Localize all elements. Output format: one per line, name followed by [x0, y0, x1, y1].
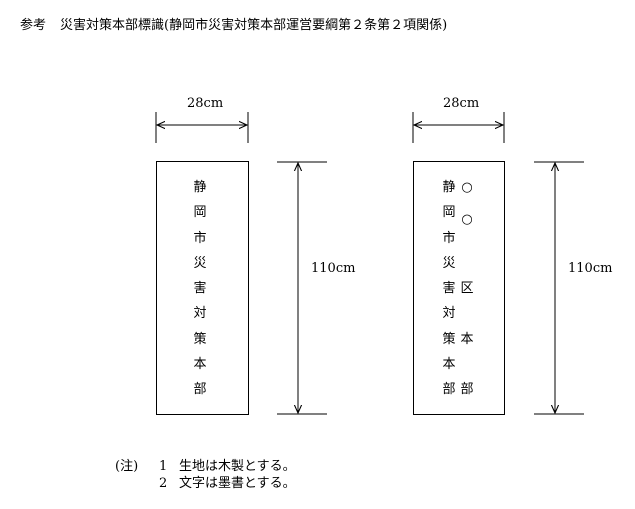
sign2-height-label: 110cm — [568, 261, 613, 276]
sign2-width-label: 28cm — [443, 96, 480, 111]
sign1-char: 本 — [193, 356, 207, 372]
notes: (注) 1 生地は木製とする。 2 文字は墨書とする。 — [115, 458, 296, 492]
sign1-char: 害 — [193, 281, 207, 296]
sign2-board — [413, 161, 505, 415]
note-row: 2 文字は墨書とする。 — [115, 475, 296, 492]
note-text: 生地は木製とする。 — [179, 459, 296, 474]
header-prefix: 参考 — [20, 18, 47, 33]
sign2-char: 部 — [442, 382, 456, 397]
note-number: 1 — [159, 459, 168, 474]
sign2-char: 策 — [442, 331, 456, 347]
sign2-ward-char: ○ — [461, 180, 473, 195]
sign2-char: 静 — [442, 180, 456, 195]
sign1-char: 策 — [193, 331, 207, 347]
sign2-char: 岡 — [442, 205, 456, 221]
sign1-char: 岡 — [193, 205, 207, 221]
sign2-text-column-ward: ○ ○ 区 本 部 — [460, 181, 474, 397]
sign2-text-column-main: 静 岡 市 災 害 対 策 本 部 — [442, 181, 456, 397]
sign2-ward-char: ○ — [461, 212, 473, 228]
header-title: 災害対策本部標識(静岡市災害対策本部運営要綱第２条第２項関係) — [60, 18, 448, 33]
sign2-char: 害 — [442, 281, 456, 296]
sign1-board — [156, 161, 249, 415]
sign1-char: 静 — [193, 180, 207, 195]
sign1-height-label: 110cm — [311, 261, 356, 276]
sign1-char: 市 — [193, 230, 207, 246]
sign1-width-label: 28cm — [187, 96, 224, 111]
notes-label: (注) — [115, 459, 139, 474]
sign1-char: 部 — [193, 382, 207, 397]
sign2-ward-char: 区 — [460, 281, 474, 296]
sign1-char: 災 — [193, 255, 207, 271]
sign1-char: 対 — [193, 306, 207, 322]
sign2-ward-char: 本 — [460, 331, 474, 347]
page-header: 参考災害対策本部標識(静岡市災害対策本部運営要綱第２条第２項関係) — [20, 14, 447, 33]
sign2-char: 本 — [442, 356, 456, 372]
sign2-char: 対 — [442, 306, 456, 322]
sign2-char: 災 — [442, 255, 456, 271]
sign1-text-column: 静 岡 市 災 害 対 策 本 部 — [193, 181, 207, 397]
sign2-char: 市 — [442, 230, 456, 246]
note-number: 2 — [159, 476, 168, 491]
note-row: (注) 1 生地は木製とする。 — [115, 458, 296, 475]
note-text: 文字は墨書とする。 — [179, 476, 296, 491]
sign2-ward-char: 部 — [460, 382, 474, 397]
